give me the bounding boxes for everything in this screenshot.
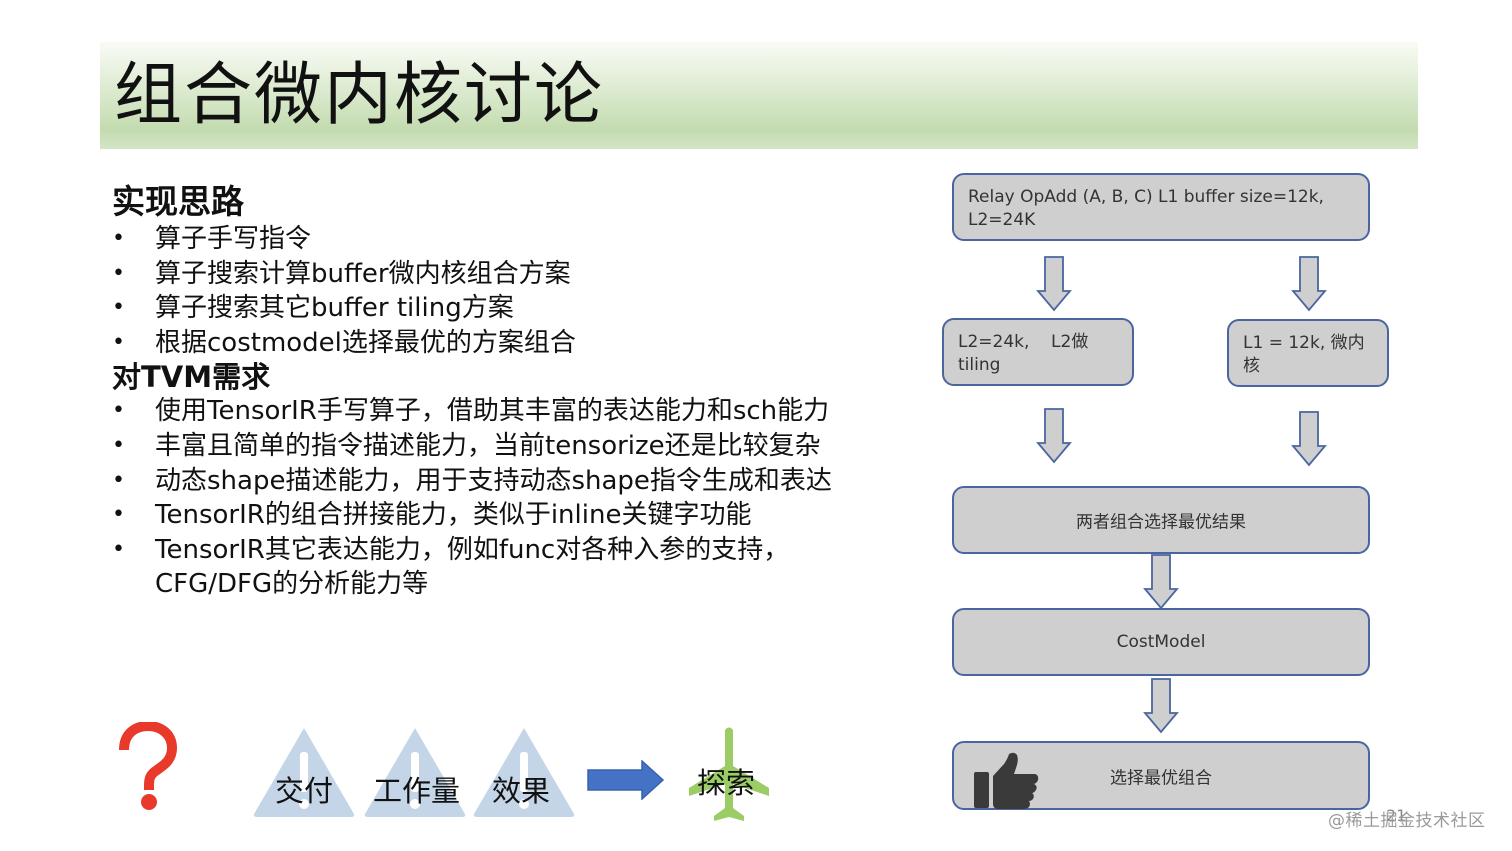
bullet-icon: • bbox=[112, 329, 125, 355]
list-item: •使用TensorIR手写算子，借助其丰富的表达能力和sch能力 bbox=[112, 394, 902, 429]
bullet-icon: • bbox=[112, 467, 125, 493]
section-heading-approach: 实现思路 bbox=[112, 182, 244, 221]
thumbs-up-icon bbox=[974, 752, 1039, 809]
warning-triangle-icon bbox=[473, 728, 575, 817]
bullet-icon: • bbox=[112, 536, 125, 562]
flow-box-relay-opadd: Relay OpAdd (A, B, C) L1 buffer size=12k… bbox=[952, 173, 1370, 241]
left-content: 实现思路 •算子手写指令 •算子搜索计算buffer微内核组合方案 •算子搜索其… bbox=[112, 182, 902, 602]
down-arrow-icon bbox=[1143, 678, 1179, 734]
right-arrow-icon bbox=[587, 760, 665, 800]
question-mark-icon bbox=[119, 722, 178, 810]
section-heading-tvm-needs: 对TVM需求 bbox=[112, 360, 271, 395]
list-item: •动态shape描述能力，用于支持动态shape指令生成和表达 bbox=[112, 464, 902, 499]
list-item: •TensorIR其它表达能力，例如func对各种入参的支持， bbox=[112, 533, 902, 568]
flow-box-l1-microkernel: L1 = 12k, 微内 核 bbox=[1227, 319, 1389, 387]
list-item: •TensorIR的组合拼接能力，类似于inline关键字功能 bbox=[112, 498, 902, 533]
warning-label-delivery: 交付 bbox=[275, 774, 334, 808]
down-arrow-icon bbox=[1036, 408, 1072, 464]
bullet-icon: • bbox=[112, 226, 125, 251]
flow-box-combine: 两者组合选择最优结果 bbox=[952, 486, 1370, 554]
approach-list: •算子手写指令 •算子搜索计算buffer微内核组合方案 •算子搜索其它buff… bbox=[112, 222, 902, 360]
down-arrow-icon bbox=[1291, 411, 1327, 467]
list-item-continuation: CFG/DFG的分析能力等 bbox=[155, 569, 429, 600]
page-number: 21 bbox=[1386, 806, 1407, 825]
slide-header: 组合微内核讨论 bbox=[100, 42, 1418, 149]
airplane-icon bbox=[689, 727, 769, 821]
down-arrow-icon bbox=[1291, 256, 1327, 312]
warning-triangle-icon bbox=[253, 728, 355, 817]
flow-box-l2-tiling: L2=24k, L2做 tiling bbox=[942, 318, 1134, 386]
down-arrow-icon bbox=[1036, 256, 1072, 312]
warning-label-effect: 效果 bbox=[492, 774, 551, 808]
warning-triangle-icon bbox=[364, 728, 466, 817]
flow-box-costmodel: CostModel bbox=[952, 608, 1370, 676]
bullet-icon: • bbox=[112, 260, 125, 286]
tvm-needs-list: •使用TensorIR手写算子，借助其丰富的表达能力和sch能力 •丰富且简单的… bbox=[112, 394, 902, 602]
explore-label: 探索 bbox=[697, 766, 756, 800]
warning-label-workload: 工作量 bbox=[373, 774, 461, 808]
list-item: •算子搜索其它buffer tiling方案 bbox=[112, 291, 902, 326]
slide-title: 组合微内核讨论 bbox=[114, 56, 605, 135]
bullet-icon: • bbox=[112, 398, 125, 424]
list-item: •丰富且简单的指令描述能力，当前tensorize还是比较复杂 bbox=[112, 429, 902, 464]
list-item: •算子搜索计算buffer微内核组合方案 bbox=[112, 257, 902, 292]
down-arrow-icon bbox=[1143, 554, 1179, 610]
flow-box-final: 选择最优组合 bbox=[952, 741, 1370, 810]
bullet-icon: • bbox=[112, 502, 125, 528]
list-item: •根据costmodel选择最优的方案组合 bbox=[112, 326, 902, 361]
bullet-icon: • bbox=[112, 432, 125, 458]
bullet-icon: • bbox=[112, 295, 125, 321]
watermark: @稀土掘金技术社区 bbox=[1328, 811, 1486, 831]
list-item: •算子手写指令 bbox=[112, 222, 902, 257]
